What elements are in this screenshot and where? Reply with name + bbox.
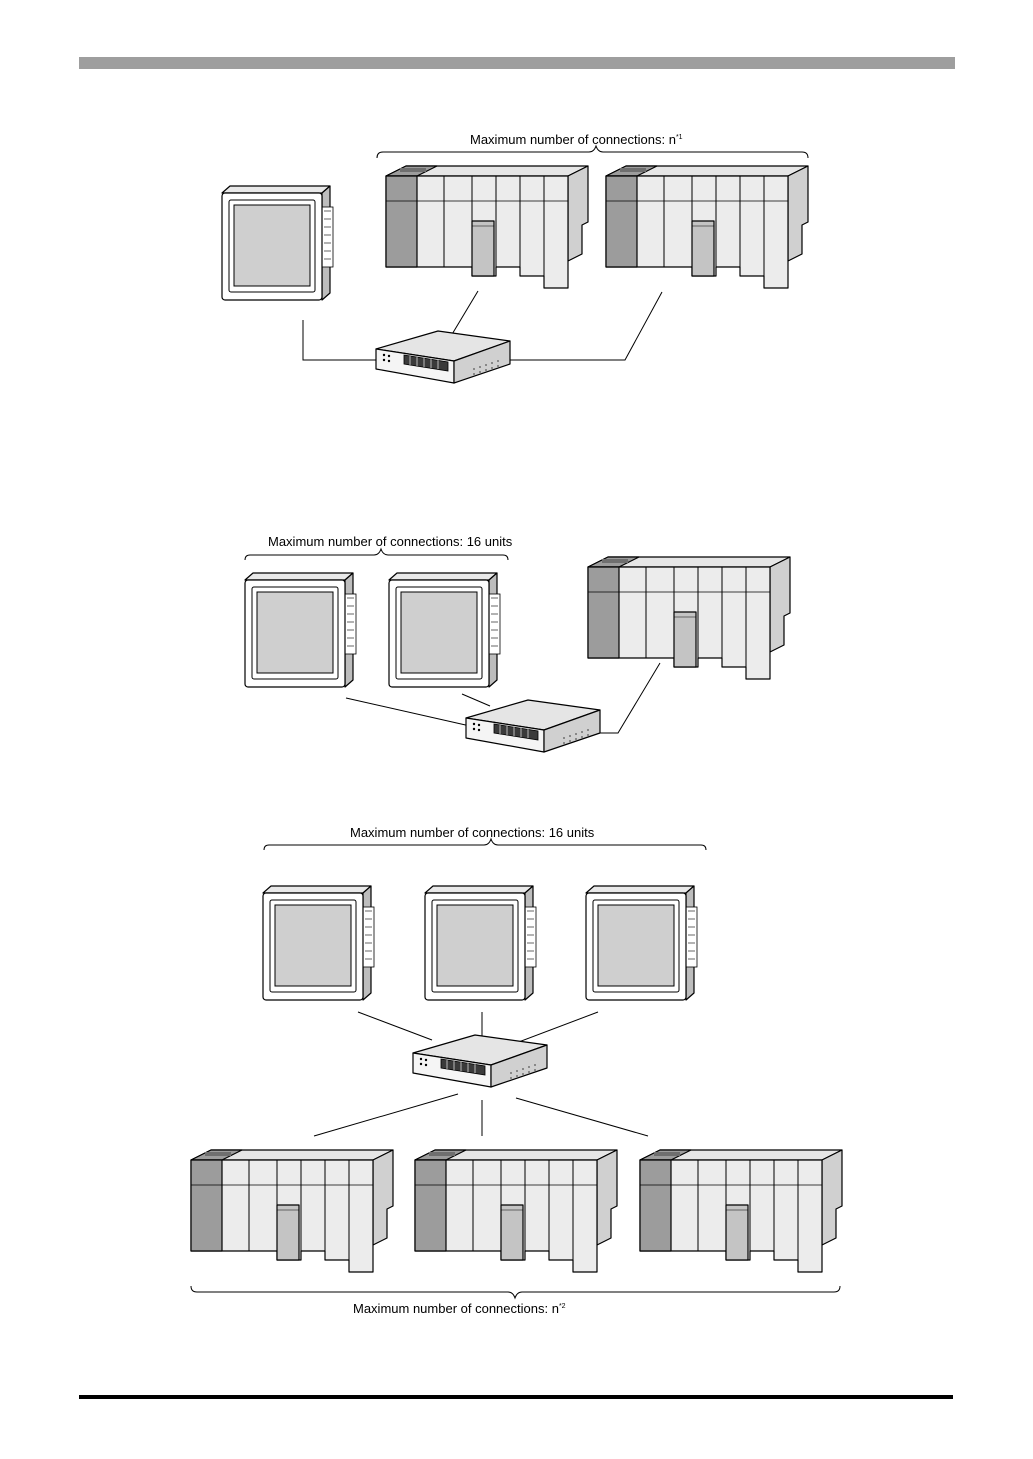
touch-panel-display-icon xyxy=(586,886,697,1000)
footer-rule xyxy=(79,1395,953,1399)
plc-rack-icon xyxy=(588,557,790,679)
touch-panel-display-icon xyxy=(389,573,500,687)
ethernet-hub-icon xyxy=(376,331,510,383)
plc-rack-icon xyxy=(191,1150,393,1272)
ethernet-hub-icon xyxy=(413,1035,547,1087)
plc-rack-icon xyxy=(415,1150,617,1272)
diagram3-bottom-brace xyxy=(191,1286,840,1298)
plc-rack-icon xyxy=(386,166,588,288)
touch-panel-display-icon xyxy=(425,886,536,1000)
ethernet-hub-icon xyxy=(466,700,600,752)
diagram2-brace xyxy=(245,549,508,560)
touch-panel-display-icon xyxy=(263,886,374,1000)
diagram3-top-brace xyxy=(264,839,706,850)
plc-rack-icon xyxy=(606,166,808,288)
touch-panel-display-icon xyxy=(222,186,333,300)
plc-rack-icon xyxy=(640,1150,842,1272)
touch-panel-display-icon xyxy=(245,573,356,687)
diagram1-brace xyxy=(377,146,808,158)
